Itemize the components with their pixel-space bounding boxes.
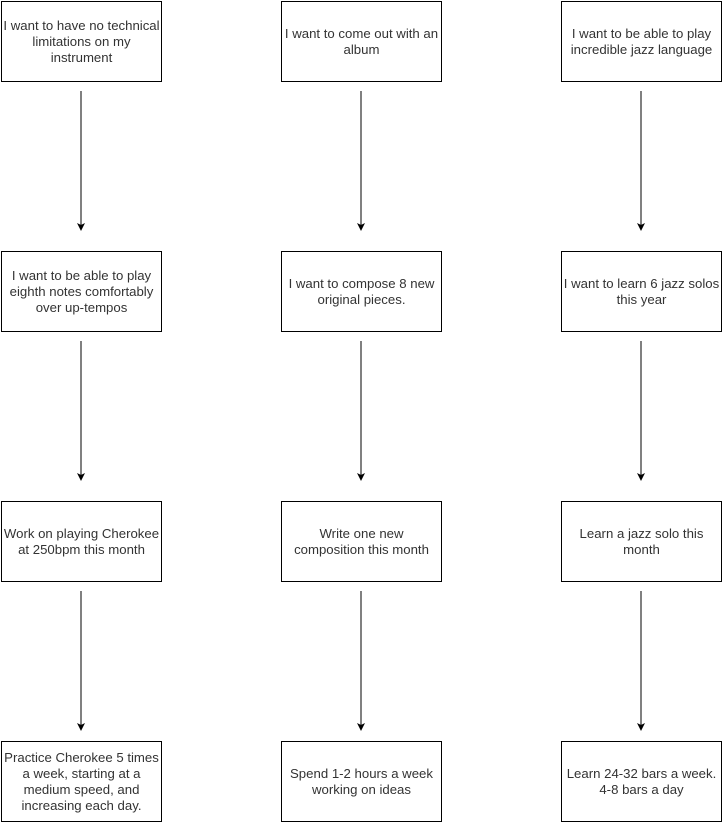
node-yearly-jazz-language: I want to learn 6 jazz solos this year [561, 251, 722, 332]
node-yearly-album: I want to compose 8 new original pieces. [281, 251, 442, 332]
node-label: I want to come out with an album [284, 25, 439, 57]
node-label: Write one new composition this month [294, 525, 429, 557]
node-monthly-jazz-language: Learn a jazz solo this month [561, 501, 722, 582]
node-weekly-album: Spend 1-2 hours a week working on ideas [281, 741, 442, 822]
node-label: Spend 1-2 hours a week working on ideas [290, 765, 433, 797]
node-label: I want to compose 8 new original pieces. [288, 275, 435, 307]
node-label: I want to be able to play incredible jaz… [570, 25, 713, 57]
node-goal-jazz-language: I want to be able to play incredible jaz… [561, 1, 722, 82]
node-monthly-technique: Work on playing Cherokee at 250bpm this … [1, 501, 162, 582]
node-goal-technique: I want to have no technical limitations … [1, 1, 162, 82]
node-label: Learn 24-32 bars a week. 4-8 bars a day [566, 765, 717, 797]
node-label: I want to be able to play eighth notes c… [9, 267, 154, 315]
node-label: Work on playing Cherokee at 250bpm this … [3, 525, 160, 557]
node-yearly-technique: I want to be able to play eighth notes c… [1, 251, 162, 332]
node-label: I want to have no technical limitations … [3, 17, 160, 65]
node-label: Practice Cherokee 5 times a week, starti… [4, 749, 159, 813]
node-weekly-jazz-language: Learn 24-32 bars a week. 4-8 bars a day [561, 741, 722, 822]
node-goal-album: I want to come out with an album [281, 1, 442, 82]
node-monthly-album: Write one new composition this month [281, 501, 442, 582]
node-label: I want to learn 6 jazz solos this year [563, 275, 720, 307]
node-label: Learn a jazz solo this month [579, 525, 704, 557]
node-weekly-technique: Practice Cherokee 5 times a week, starti… [1, 741, 162, 822]
